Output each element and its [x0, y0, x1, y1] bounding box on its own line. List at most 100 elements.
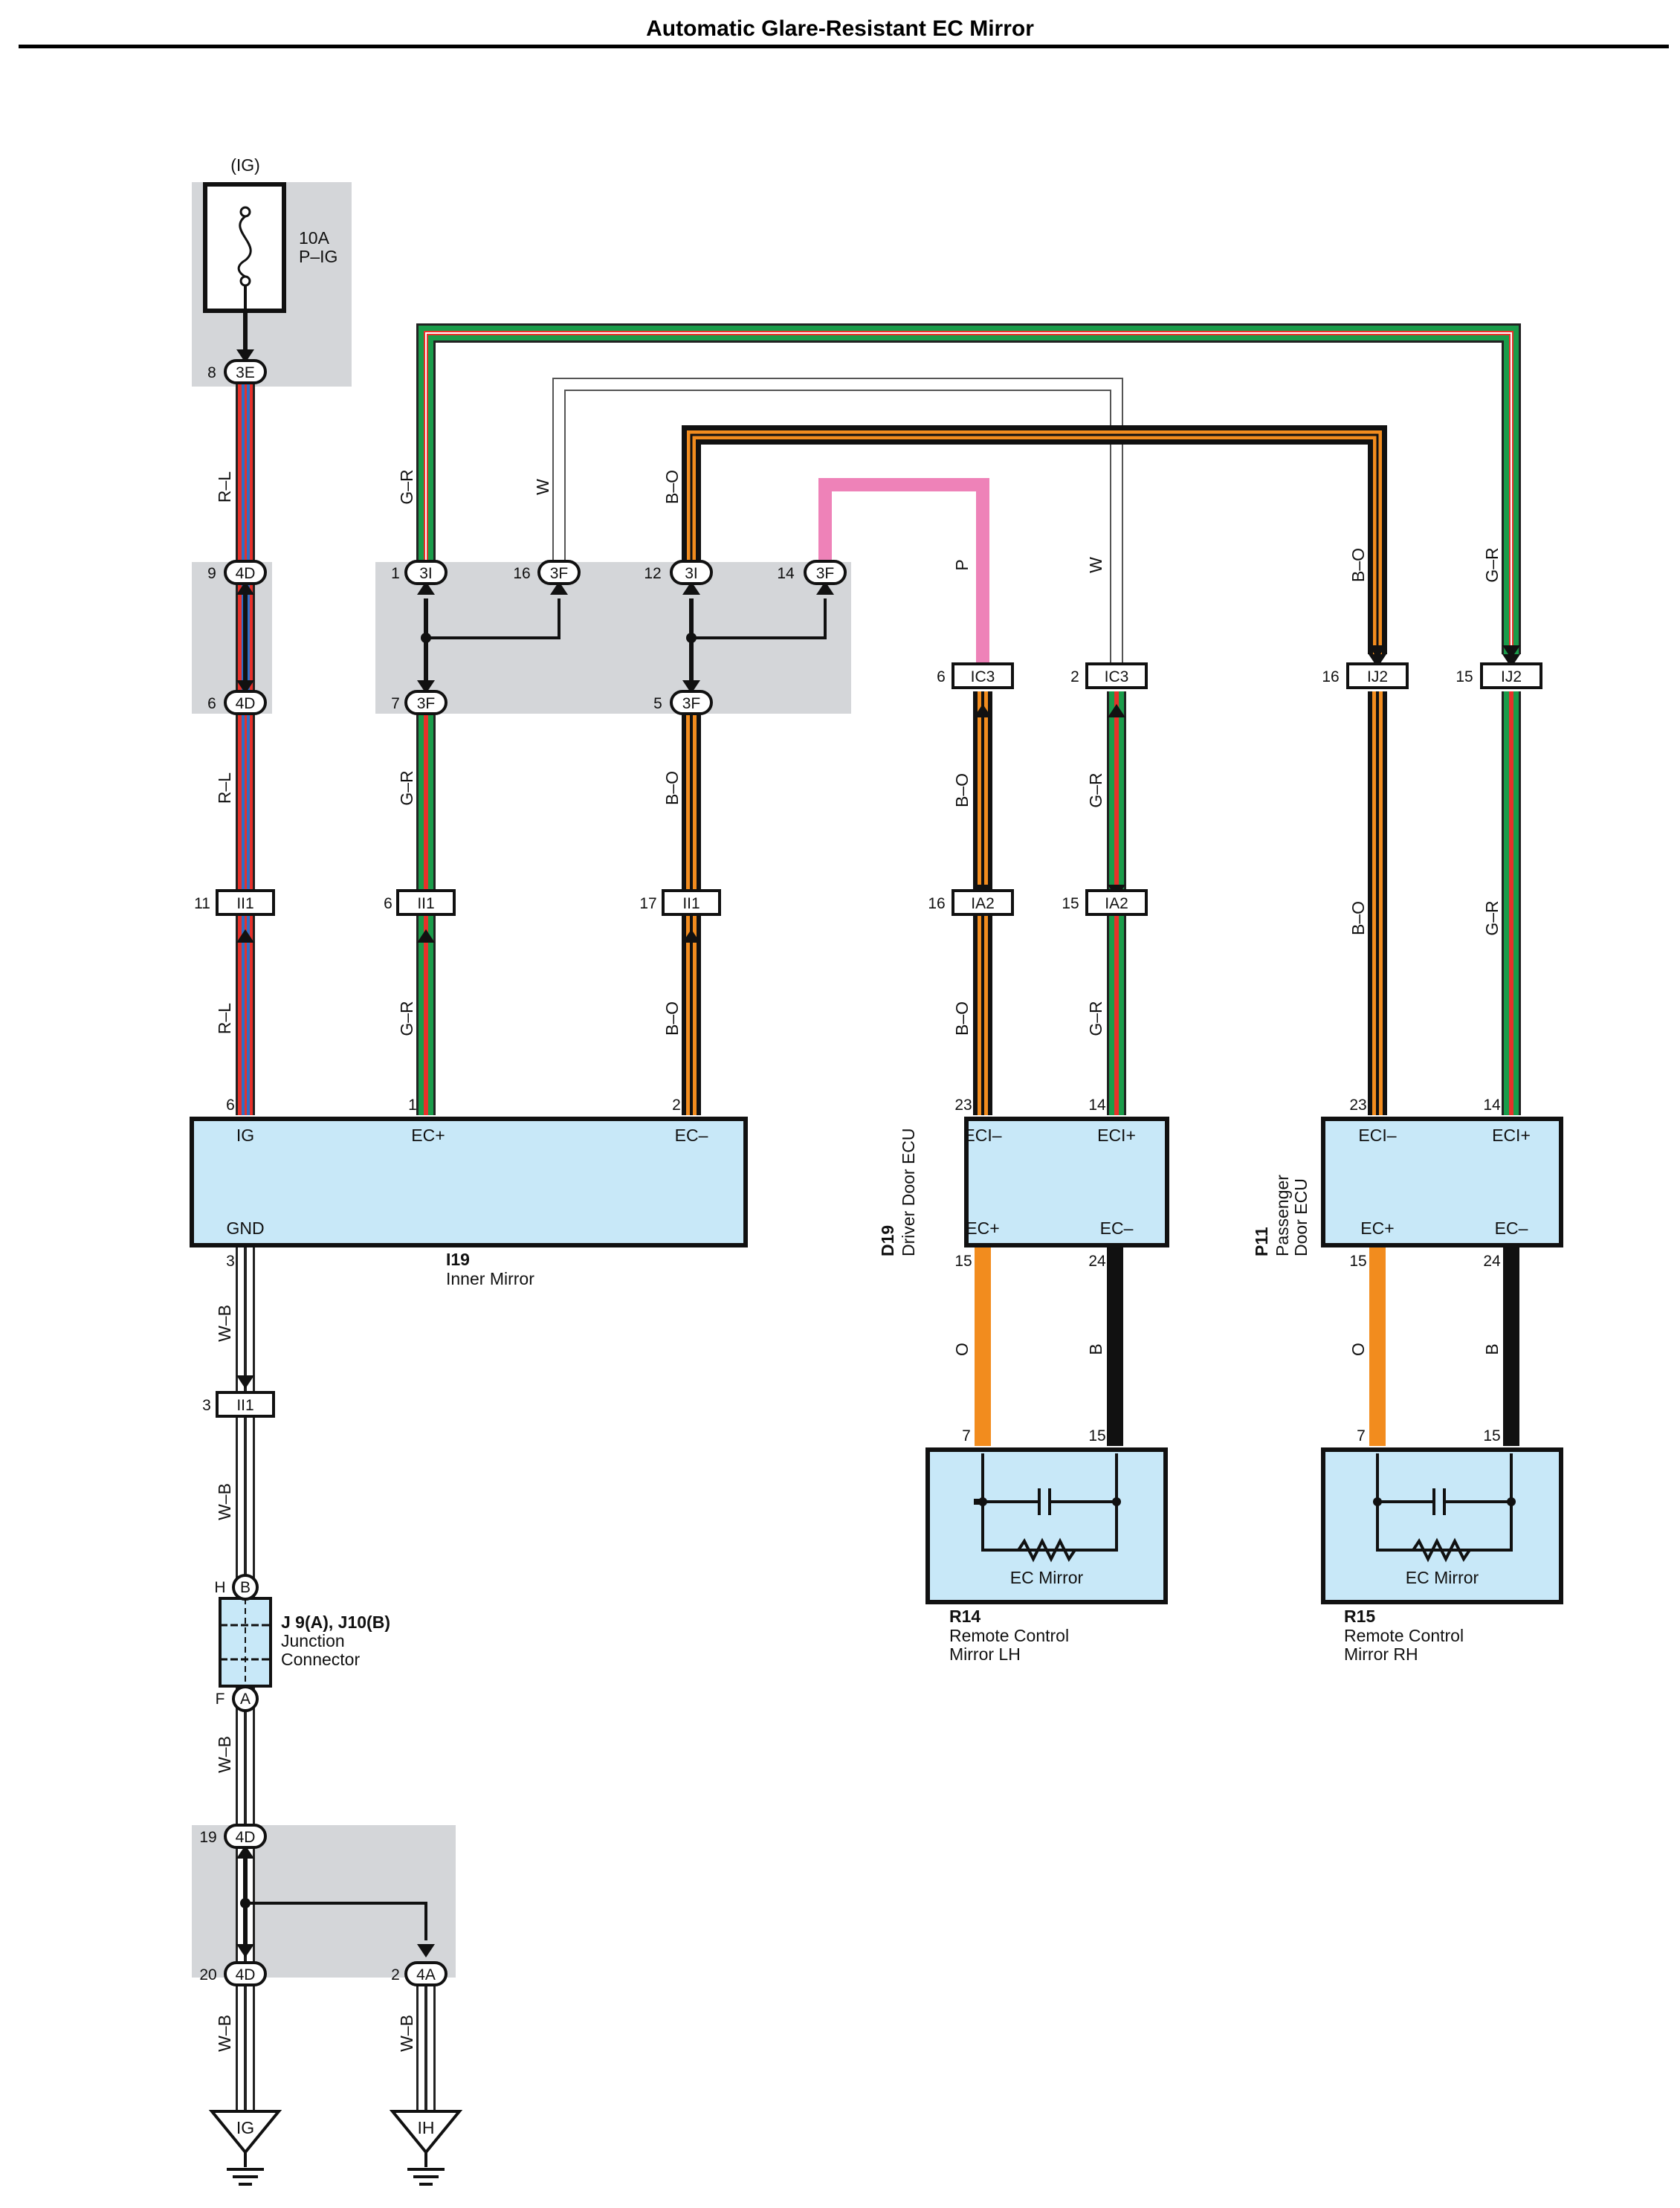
svg-text:15: 15 — [1062, 895, 1079, 912]
arrow-up-icon — [417, 929, 435, 943]
svg-text:A: A — [240, 1691, 251, 1708]
svg-text:IH: IH — [418, 2118, 435, 2137]
svg-text:B: B — [240, 1579, 251, 1596]
svg-text:B–O: B–O — [1348, 901, 1368, 935]
svg-text:15: 15 — [1088, 1427, 1105, 1444]
svg-text:B: B — [1482, 1343, 1502, 1355]
svg-text:7: 7 — [1357, 1427, 1366, 1444]
svg-text:12: 12 — [644, 565, 661, 582]
svg-text:15: 15 — [954, 1253, 972, 1270]
arrow-up-icon — [1108, 704, 1125, 717]
splice-dot-ground — [240, 1898, 251, 1908]
wire-wb-ih — [416, 1985, 436, 2123]
svg-text:16: 16 — [513, 565, 530, 582]
splice-dot-gr — [421, 633, 431, 643]
svg-text:3: 3 — [202, 1397, 211, 1414]
arrow-up-icon — [682, 581, 700, 595]
arrow-up-icon — [236, 1845, 254, 1859]
connector-4d-6: 4D 6 — [207, 690, 267, 715]
svg-text:ECI+: ECI+ — [1097, 1126, 1136, 1145]
arrow-down-icon — [417, 1944, 435, 1957]
svg-text:14: 14 — [777, 565, 795, 582]
svg-text:W–B: W–B — [397, 2015, 416, 2052]
svg-text:17: 17 — [639, 895, 656, 912]
svg-text:EC+: EC+ — [1360, 1218, 1394, 1238]
mirror-rh-name-1: Remote Control — [1344, 1626, 1464, 1645]
svg-text:6: 6 — [384, 895, 392, 912]
connector-ii1-17: II1 17 — [639, 889, 721, 916]
connector-ij2-15: IJ2 15 — [1456, 662, 1542, 689]
mirror-rh-name-2: Mirror RH — [1344, 1644, 1418, 1664]
splice-gr-branch — [426, 598, 560, 639]
connector-ii1-3: II1 3 — [202, 1391, 275, 1418]
svg-text:W–B: W–B — [215, 1736, 234, 1773]
connector-ii1-11: II1 11 — [194, 889, 275, 916]
wire-o-rh — [1369, 1245, 1386, 1446]
svg-text:2: 2 — [672, 1097, 681, 1114]
mirror-lh: 7 15 EC Mirror — [925, 1427, 1168, 1604]
splice-dot-bo — [686, 633, 697, 643]
svg-text:ECI+: ECI+ — [1492, 1126, 1531, 1145]
svg-text:3F: 3F — [550, 565, 569, 582]
svg-text:7: 7 — [962, 1427, 971, 1444]
svg-text:B–O: B–O — [1348, 548, 1368, 582]
wire-b-rh — [1503, 1245, 1519, 1446]
wire-labels: R–L R–L R–L G–R G–R G–R W B–O B–O B–O P … — [215, 469, 1502, 2052]
svg-text:3F: 3F — [417, 695, 436, 712]
junction-name-2: Connector — [281, 1650, 360, 1669]
junction-code: J 9(A), J10(B) — [281, 1613, 390, 1632]
svg-text:II1: II1 — [236, 1397, 253, 1414]
connector-3f-14: 3F 14 — [777, 560, 847, 585]
svg-text:B–O: B–O — [952, 1001, 972, 1036]
arrow-up-icon — [816, 581, 834, 595]
svg-text:3F: 3F — [682, 695, 701, 712]
capacitor-resistor-icon — [1376, 1453, 1513, 1563]
svg-text:ECI–: ECI– — [963, 1126, 1001, 1145]
svg-text:W: W — [1086, 557, 1105, 573]
junction-name-1: Junction — [281, 1631, 345, 1650]
svg-text:4D: 4D — [236, 695, 256, 712]
connector-ij2-16: IJ2 16 — [1322, 662, 1409, 689]
page-title: Automatic Glare-Resistant EC Mirror — [646, 16, 1034, 41]
wire-b-lh — [1107, 1245, 1123, 1446]
svg-text:ECI–: ECI– — [1358, 1126, 1396, 1145]
svg-text:4D: 4D — [236, 1829, 256, 1846]
wire-o-lh — [975, 1245, 991, 1446]
arrow-down-icon — [236, 1944, 254, 1957]
inner-mirror: IG EC+ EC– GND 6 1 2 3 — [190, 1097, 748, 1270]
wire-w-loop — [552, 378, 1123, 665]
arrow-down-icon — [236, 680, 254, 694]
svg-text:IC3: IC3 — [1105, 668, 1129, 685]
svg-text:4A: 4A — [416, 1966, 436, 1983]
svg-text:19: 19 — [199, 1829, 216, 1846]
arrow-up-icon — [682, 929, 700, 943]
svg-text:6: 6 — [226, 1097, 235, 1114]
capacitor-resistor-icon — [981, 1453, 1118, 1563]
wire-gr-loop — [416, 323, 1521, 654]
connector-3i-1: 3I 1 — [391, 560, 448, 585]
svg-text:23: 23 — [1349, 1097, 1366, 1114]
svg-text:EC+: EC+ — [411, 1126, 445, 1145]
connector-4d-19: 4D 19 — [199, 1824, 267, 1849]
connector-3f-5: 3F 5 — [653, 690, 713, 715]
svg-text:2: 2 — [1070, 668, 1079, 685]
wire-p — [818, 478, 989, 665]
svg-text:B–O: B–O — [662, 1001, 682, 1036]
svg-text:2: 2 — [391, 1966, 400, 1983]
mirror-lh-name-1: Remote Control — [949, 1626, 1069, 1645]
svg-text:F: F — [216, 1691, 225, 1708]
arrow-up-icon — [236, 581, 254, 595]
arrow-down-icon — [682, 680, 700, 694]
svg-text:20: 20 — [199, 1966, 216, 1983]
connector-ii1-6: II1 6 — [384, 889, 456, 916]
connector-3i-12: 3I 12 — [644, 560, 713, 585]
svg-text:24: 24 — [1483, 1253, 1501, 1270]
svg-text:IJ2: IJ2 — [1367, 668, 1388, 685]
svg-text:EC Mirror: EC Mirror — [1406, 1568, 1479, 1587]
arrow-up-icon — [417, 581, 435, 595]
svg-text:EC Mirror: EC Mirror — [1010, 1568, 1084, 1587]
svg-text:R–L: R–L — [215, 471, 234, 503]
svg-text:II1: II1 — [682, 895, 700, 912]
wire-gr-passenger — [1502, 691, 1521, 1115]
